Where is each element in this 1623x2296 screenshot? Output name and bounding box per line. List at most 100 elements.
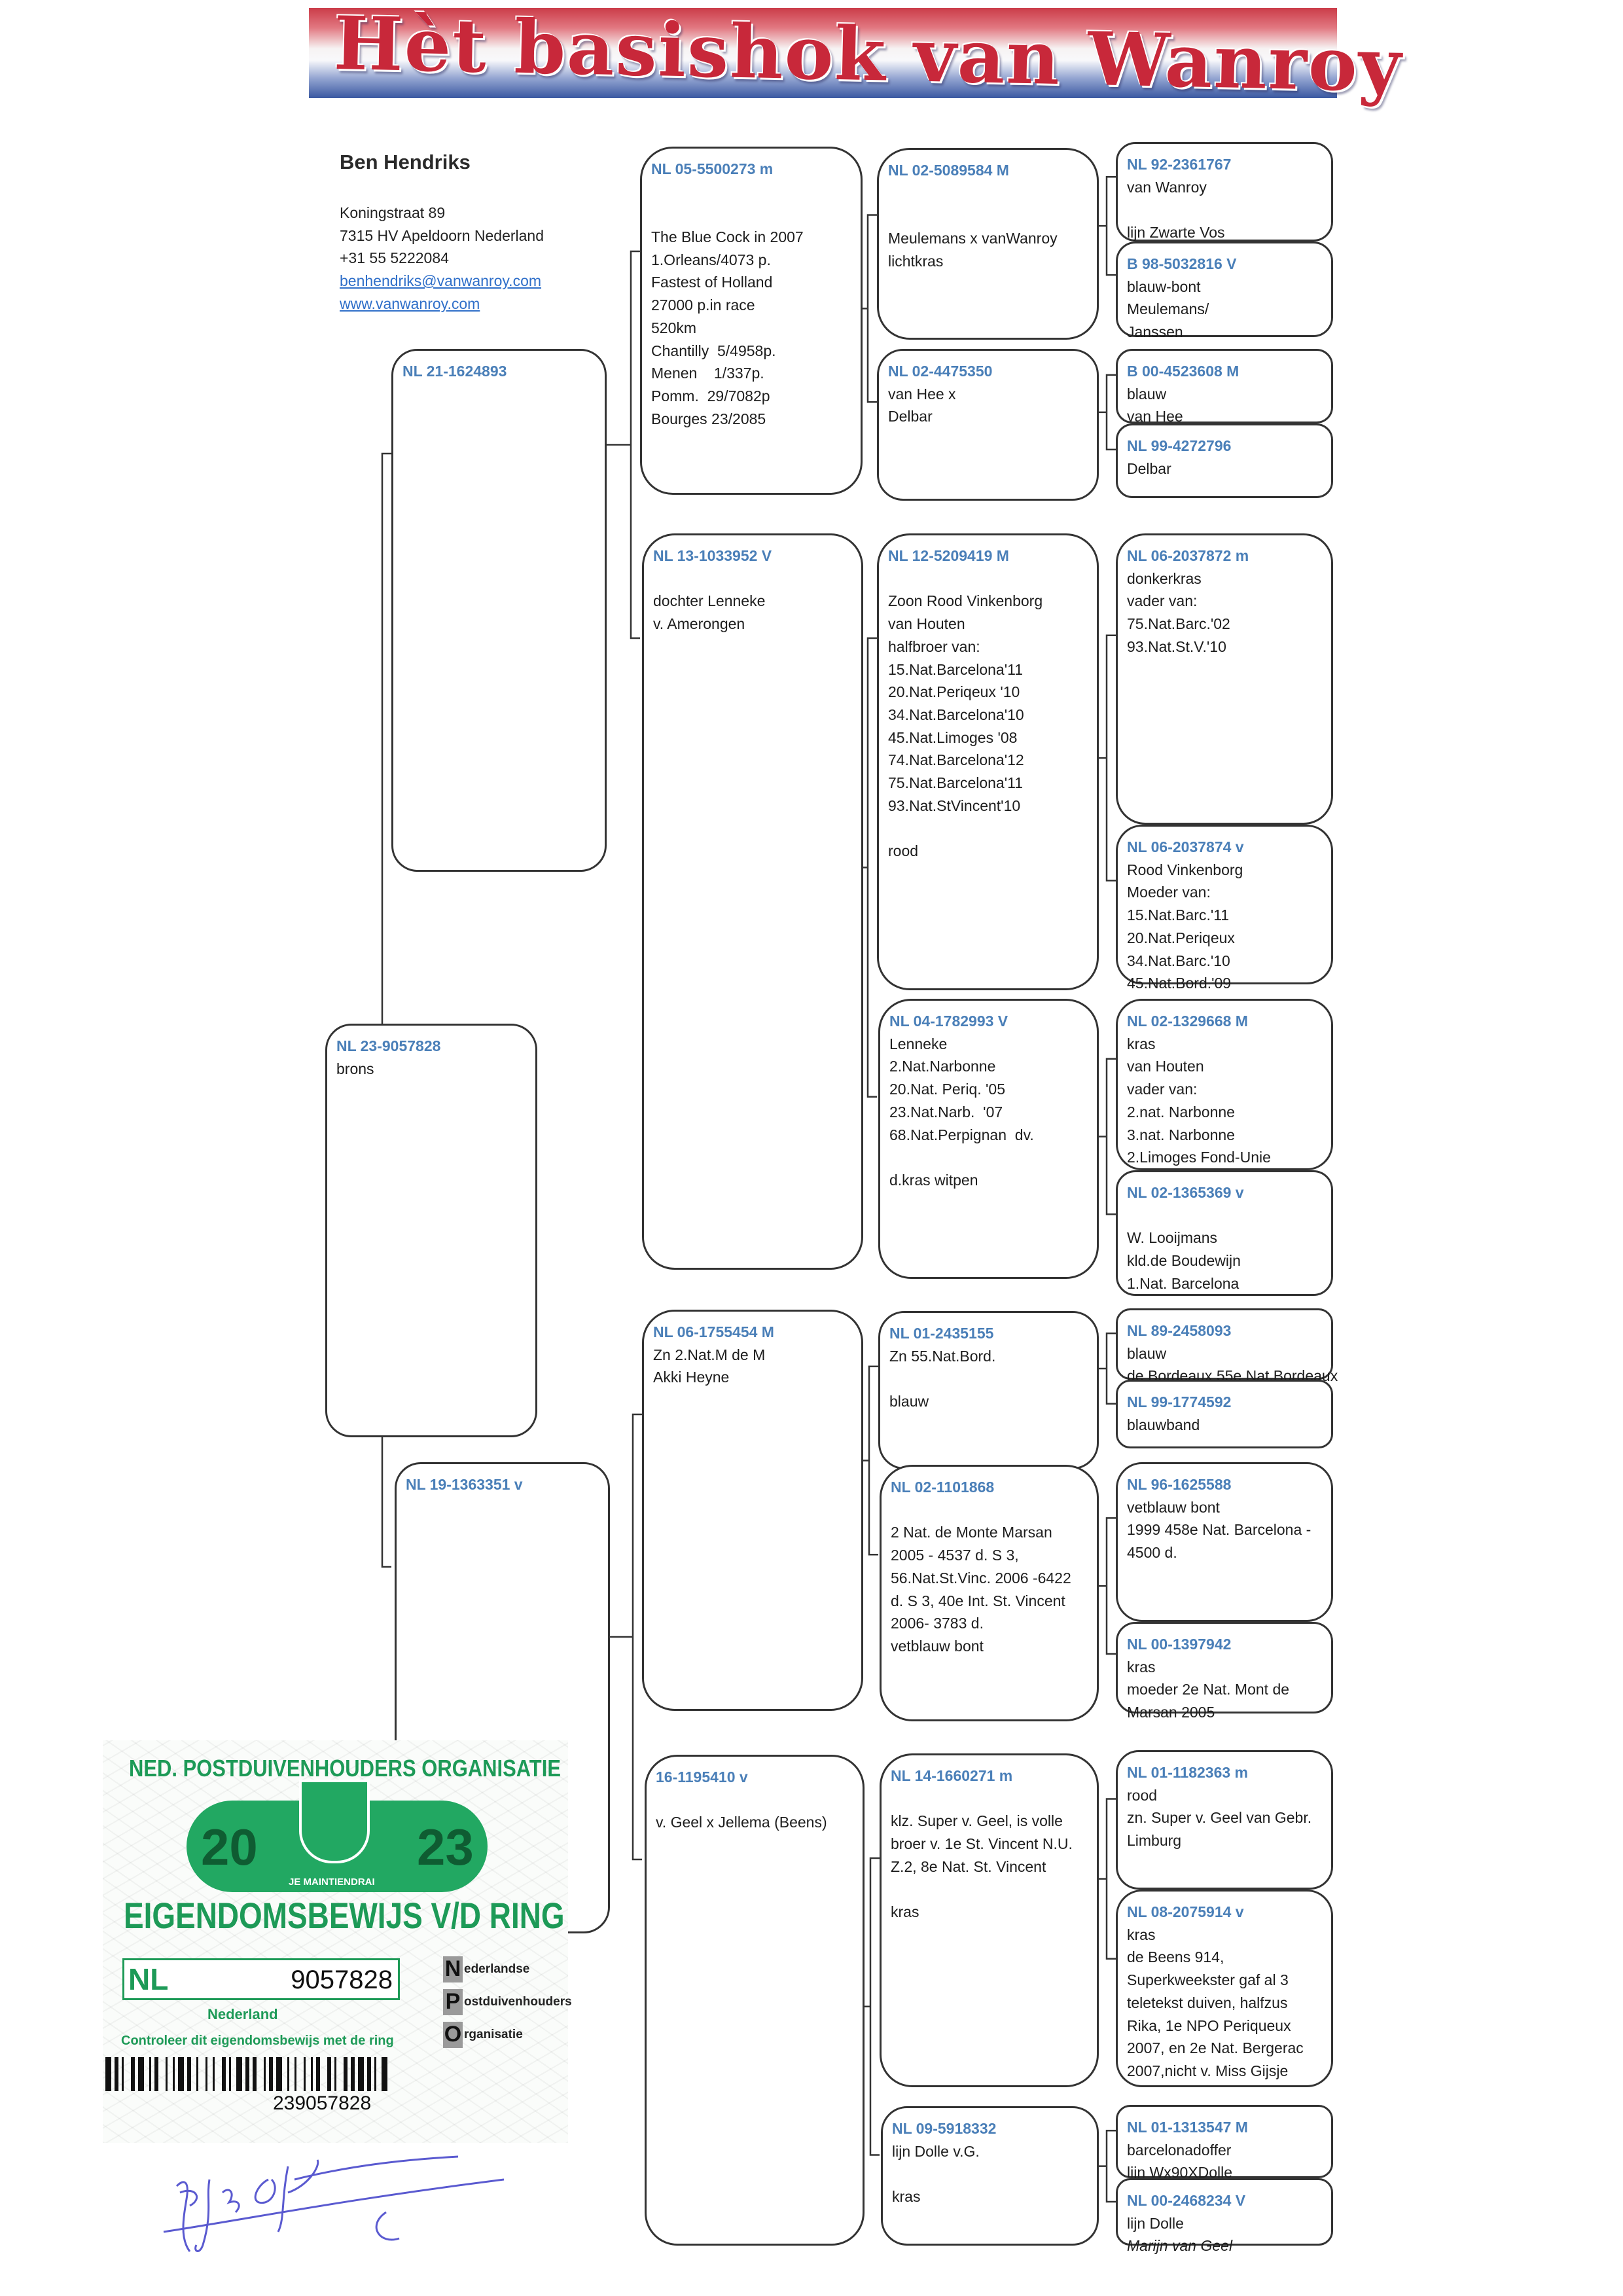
card-ring-field: NL 9057828 xyxy=(122,1958,400,2000)
pedigree-note: van Houten xyxy=(1127,1058,1204,1075)
pedigree-note: van Houten xyxy=(888,615,965,633)
pedigree-note: rood xyxy=(1127,1786,1158,1804)
pedigree-note: 15.Nat.Barcelona'11 xyxy=(888,660,1023,678)
barcode-bar xyxy=(196,2057,198,2091)
ring-number: B 98-5032816 V xyxy=(1127,255,1237,272)
ring-number: 16-1195410 v xyxy=(656,1768,748,1785)
card-title: EIGENDOMSBEWIJS V/D RING xyxy=(124,1895,565,1936)
blank-line xyxy=(656,1789,855,1812)
barcode-bar xyxy=(131,2057,135,2091)
barcode-number: 239057828 xyxy=(273,2092,372,2114)
blank-line xyxy=(891,1499,1089,1522)
ring-number: NL 02-5089584 M xyxy=(888,162,1009,179)
pedigree-note: Limburg xyxy=(1127,1832,1182,1850)
pedigree-note: The Blue Cock in 2007 xyxy=(651,228,804,246)
npo-word: rganisatie xyxy=(464,2028,523,2042)
pedigree-note: Superkweekster gaf al 3 xyxy=(1127,1971,1289,1989)
barcode-bar xyxy=(173,2057,175,2091)
pedigree-note: 2007,nicht v. Miss Gijsje xyxy=(1127,2062,1289,2079)
npo-letter: O xyxy=(443,2022,463,2048)
pedigree-connector xyxy=(1099,1332,1116,1405)
pedigree-note: Zoon Rood Vinkenborg xyxy=(888,592,1043,610)
pedigree-note: rood xyxy=(888,842,919,860)
pedigree-note: van Hee xyxy=(1127,408,1183,425)
owner-email-link[interactable]: benhendriks@vanwanroy.com xyxy=(340,272,542,289)
ring-number: NL 02-1101868 xyxy=(891,1479,995,1496)
barcode-bar xyxy=(154,2057,158,2091)
pedigree-note: blauw xyxy=(1127,385,1167,403)
card-ring-number: 9057828 xyxy=(291,1965,393,1994)
pedigree-note: 34.Nat.Barcelona'10 xyxy=(888,706,1024,723)
pedigree-connector xyxy=(381,452,391,1568)
barcode-bar xyxy=(149,2057,151,2091)
blank-line xyxy=(888,817,1089,840)
pedigree-connector xyxy=(607,250,640,639)
ring-number: NL 08-2075914 v xyxy=(1127,1903,1244,1920)
pedigree-note: kras xyxy=(892,2188,921,2206)
ring-number: NL 02-1329668 M xyxy=(1127,1013,1248,1030)
pedigree-note: Akki Heyne xyxy=(653,1369,730,1386)
pedigree-note: Delbar xyxy=(888,408,933,425)
pedigree-note: vetblauw bont xyxy=(891,1637,984,1655)
lion-shield-icon xyxy=(299,1780,370,1863)
pedigree-connector xyxy=(1099,1798,1116,1960)
ring-number: NL 12-5209419 M xyxy=(888,547,1009,564)
ring-number: NL 89-2458093 xyxy=(1127,1322,1232,1339)
ring-number: NL 02-1365369 v xyxy=(1127,1184,1244,1201)
pedigree-note: barcelonadoffer xyxy=(1127,2141,1232,2159)
ring-number: NL 96-1625588 xyxy=(1127,1476,1232,1493)
pedigree-note: Zn 2.Nat.M de M xyxy=(653,1346,766,1363)
blank-line xyxy=(888,567,1089,590)
pedigree-note: blauwband xyxy=(1127,1416,1200,1433)
pedigree-connector xyxy=(1099,175,1116,276)
blank-line xyxy=(889,1146,1089,1169)
pedigree-connector xyxy=(1099,1517,1116,1655)
owner-website-link[interactable]: www.vanwanroy.com xyxy=(340,295,480,312)
barcode-bar xyxy=(334,2057,336,2091)
card-year-right: 23 xyxy=(417,1818,474,1876)
pedigree-note: brons xyxy=(336,1060,374,1077)
pedigree-box: NL 06-1755454 M Zn 2.Nat.M de M Akki Heyne xyxy=(642,1310,863,1711)
pedigree-note: dochter Lenneke xyxy=(653,592,766,610)
pedigree-note: Chantilly 5/4958p. xyxy=(651,342,776,359)
pedigree-note: de Beens 914, xyxy=(1127,1948,1224,1966)
pedigree-note: 75.Nat.Barcelona'11 xyxy=(888,774,1023,792)
ring-number: NL 13-1033952 V xyxy=(653,547,772,564)
pedigree-note: broer v. 1e St. Vincent N.U. xyxy=(891,1835,1073,1853)
barcode xyxy=(105,2057,387,2091)
blank-line xyxy=(892,2162,1089,2185)
npo-letter: N xyxy=(443,1956,463,1982)
barcode-bar xyxy=(205,2057,207,2091)
ring-number: NL 14-1660271 m xyxy=(891,1767,1013,1784)
card-organisation: NED. POSTDUIVENHOUDERS ORGANISATIE xyxy=(129,1755,561,1782)
card-check-text: Controleer dit eigendomsbewijs met de ri… xyxy=(121,2034,394,2048)
pedigree-note: Bourges 23/2085 xyxy=(651,410,766,427)
barcode-bar xyxy=(351,2057,355,2091)
pedigree-note: 20.Nat.Periqeux '10 xyxy=(888,683,1020,701)
pedigree-note: 45.Nat.Bord.'09 xyxy=(1127,975,1232,992)
barcode-bar xyxy=(287,2057,289,2091)
barcode-bar xyxy=(166,2057,168,2091)
barcode-bar xyxy=(374,2057,376,2091)
pedigree-note: 20.Nat. Periq. '05 xyxy=(889,1081,1005,1098)
card-country: Nederland xyxy=(207,2006,278,2022)
pedigree-note: 74.Nat.Barcelona'12 xyxy=(888,751,1024,769)
owner-name: Ben Hendriks xyxy=(340,151,471,173)
ring-number: NL 92-2361767 xyxy=(1127,156,1232,173)
ring-number: NL 06-2037872 m xyxy=(1127,547,1249,564)
ring-number: NL 99-1774592 xyxy=(1127,1393,1232,1410)
barcode-bar xyxy=(122,2057,124,2091)
barcode-bar xyxy=(178,2057,184,2091)
ring-number: NL 06-1755454 M xyxy=(653,1323,774,1340)
pedigree-note: Pomm. 29/7082p xyxy=(651,387,770,404)
pedigree-note: 93.Nat.St.V.'10 xyxy=(1127,637,1226,655)
